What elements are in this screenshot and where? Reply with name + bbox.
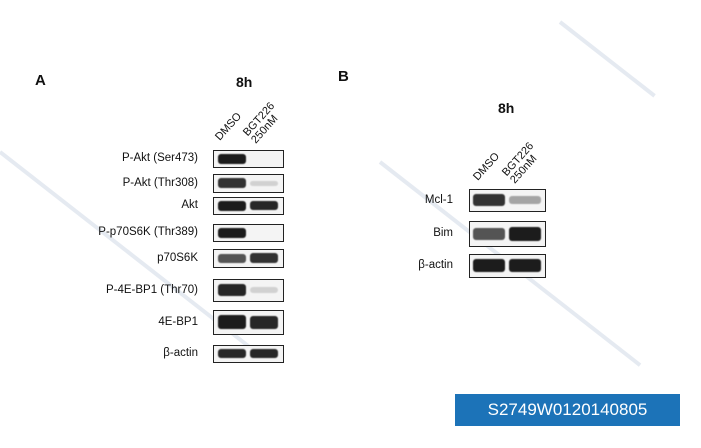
blot-row-label: Akt (181, 199, 198, 211)
blot-box (469, 221, 546, 247)
blot-box (213, 197, 284, 215)
panel-b-label: B (338, 68, 349, 85)
blot-band (218, 178, 246, 188)
blot-row-label: 4E-BP1 (158, 315, 198, 328)
lane-label-treatment: BGT226 250nM (241, 100, 286, 146)
blot-row-label: p70S6K (157, 251, 198, 264)
blot-box (213, 345, 284, 363)
panel-a-label: A (35, 72, 46, 89)
blot-row-label: Mcl-1 (424, 193, 453, 206)
blot-band (218, 253, 246, 263)
lane-label-dmso: DMSO (213, 110, 245, 143)
blot-box (213, 249, 284, 268)
blot-band (509, 226, 541, 241)
blot-box (469, 254, 546, 278)
blot-band (218, 349, 246, 358)
blot-row-label: P-p70S6K (Thr389) (98, 226, 198, 238)
panel-b-time: 8h (498, 100, 515, 116)
watermark-line (558, 20, 656, 98)
lane-label-dmso: DMSO (471, 150, 503, 183)
blot-box (213, 279, 284, 302)
blot-row-label: β-actin (418, 259, 453, 271)
blot-band (250, 253, 278, 263)
blot-band (250, 315, 278, 329)
blot-band (473, 227, 505, 240)
blot-band (473, 194, 505, 206)
blot-band (218, 284, 246, 296)
blot-row-label: Bim (433, 227, 453, 239)
blot-band (473, 259, 505, 272)
blot-box (469, 189, 546, 212)
lane-label-treatment: BGT226 250nM (500, 140, 545, 186)
blot-band (218, 227, 246, 238)
catalog-badge: S2749W0120140805 (455, 394, 680, 426)
blot-band (218, 315, 246, 329)
blot-box (213, 174, 284, 193)
blot-band (250, 201, 278, 210)
blot-band (509, 196, 541, 204)
blot-box (213, 310, 284, 335)
blot-box (213, 224, 284, 242)
blot-row-label: P-4E-BP1 (Thr70) (105, 283, 198, 296)
blot-band (250, 349, 278, 358)
blot-box (213, 150, 284, 168)
blot-band (218, 200, 246, 211)
blot-band (509, 259, 541, 272)
blot-band (250, 180, 278, 186)
panel-a-time: 8h (236, 74, 253, 90)
blot-row-label: β-actin (163, 347, 198, 359)
blot-band (250, 287, 278, 293)
blot-band (218, 153, 246, 164)
blot-row-label: P-Akt (Ser473) (121, 152, 198, 164)
blot-row-label: P-Akt (Thr308) (122, 176, 198, 189)
